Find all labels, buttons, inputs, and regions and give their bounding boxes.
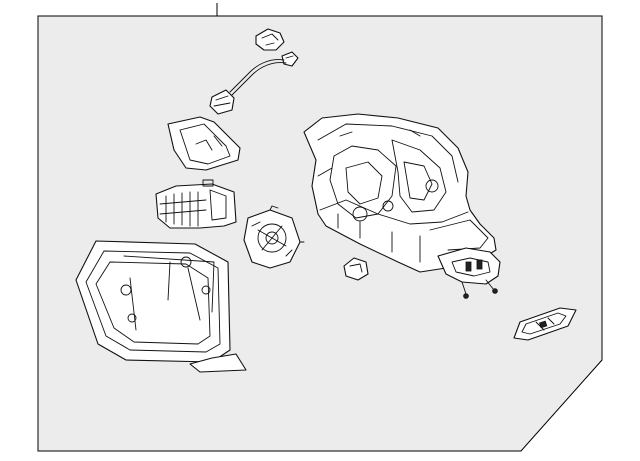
mirror-cover-cap: [167, 116, 241, 171]
diagram-panel: [37, 15, 603, 452]
mirror-glass-actuator: [243, 205, 305, 269]
mirror-glass-housing: [75, 240, 247, 373]
wiring-harness-pigtail: [209, 59, 287, 115]
wiring-harness-connector: [255, 28, 299, 67]
mirror-bracket: [155, 179, 237, 229]
mirror-housing-assembly: [303, 113, 501, 299]
clip: [343, 257, 369, 281]
turn-signal-lamp: [513, 307, 577, 341]
